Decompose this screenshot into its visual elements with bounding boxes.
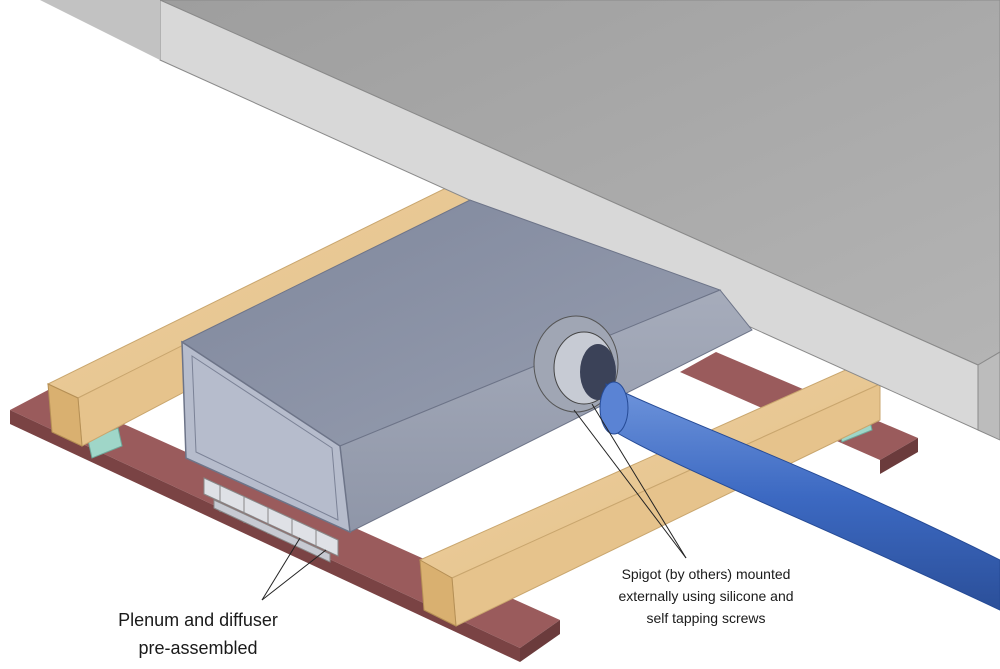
timber-joist <box>418 367 882 627</box>
spigot-caption-line-1: Spigot (by others) mounted <box>621 566 791 582</box>
leader-lines <box>261 403 687 601</box>
plenum-box <box>180 199 753 534</box>
plenum-caption-line-1: Plenum and diffuser <box>118 610 278 630</box>
plenum-caption: Plenum and diffuser pre-assembled <box>88 606 308 662</box>
spigot-caption: Spigot (by others) mounted externally us… <box>596 563 816 629</box>
floor-slab <box>40 0 1000 441</box>
spigot-caption-line-2: externally using silicone and <box>618 588 794 604</box>
spigot-caption-line-3: self tapping screws <box>646 610 766 626</box>
plenum-caption-line-2: pre-assembled <box>138 638 258 658</box>
diffuser-grille <box>203 477 339 563</box>
flexible-duct <box>599 381 1000 611</box>
